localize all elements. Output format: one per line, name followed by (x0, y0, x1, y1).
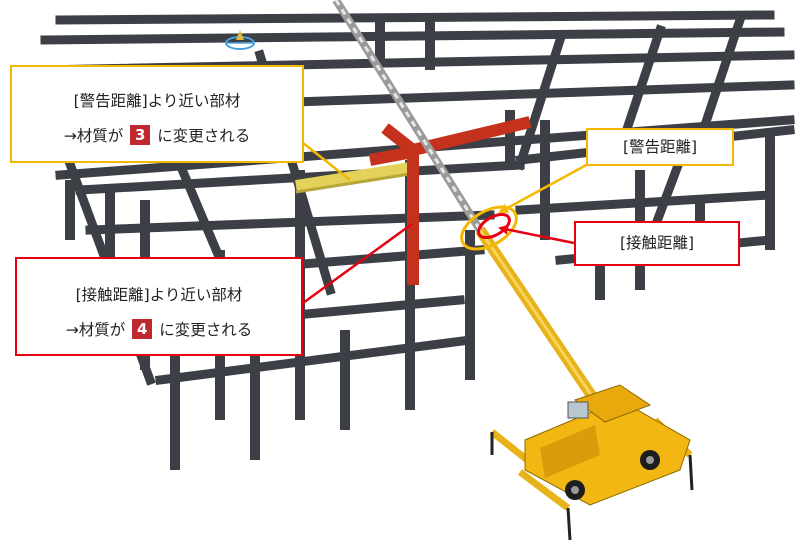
contact-members-line1: [接触距離]より近い部材 (75, 286, 243, 304)
warning-distance-arrow (498, 161, 591, 214)
material-3-badge: 3 (130, 125, 151, 145)
warning-members-suffix: に変更される (157, 127, 251, 145)
contact-member-beam-right (411, 116, 532, 156)
warning-member-beam (295, 162, 411, 192)
contact-member-beam-left (368, 146, 415, 166)
crane-boom (332, 0, 613, 424)
warning-distance-ring (460, 205, 518, 251)
warning-members-leader (302, 142, 351, 181)
contact-distance-arrow (498, 224, 575, 245)
contact-distance-label: [接触距離] (574, 221, 740, 266)
warning-members-line1: [警告距離]より近い部材 (73, 92, 241, 110)
warning-members-callout: [警告距離]より近い部材 →材質が 3 に変更される (10, 65, 304, 163)
warning-members-line2: →材質が 3 に変更される (12, 124, 302, 146)
contact-members-line2: →材質が 4 に変更される (17, 318, 301, 340)
warning-distance-label: [警告距離] (586, 128, 734, 166)
warning-member-beam-shade (295, 172, 411, 194)
warning-members-prefix: →材質が (63, 127, 124, 145)
material-4-badge: 4 (132, 319, 153, 339)
contact-members-prefix: →材質が (65, 321, 126, 339)
contact-members-suffix: に変更される (159, 321, 253, 339)
crane-vehicle (489, 384, 694, 541)
contact-members-callout: [接触距離]より近い部材 →材質が 4 に変更される (15, 257, 303, 356)
contact-members-leader (302, 222, 413, 305)
contact-member-beam-back (381, 123, 417, 155)
node-marker-icon (225, 30, 255, 50)
